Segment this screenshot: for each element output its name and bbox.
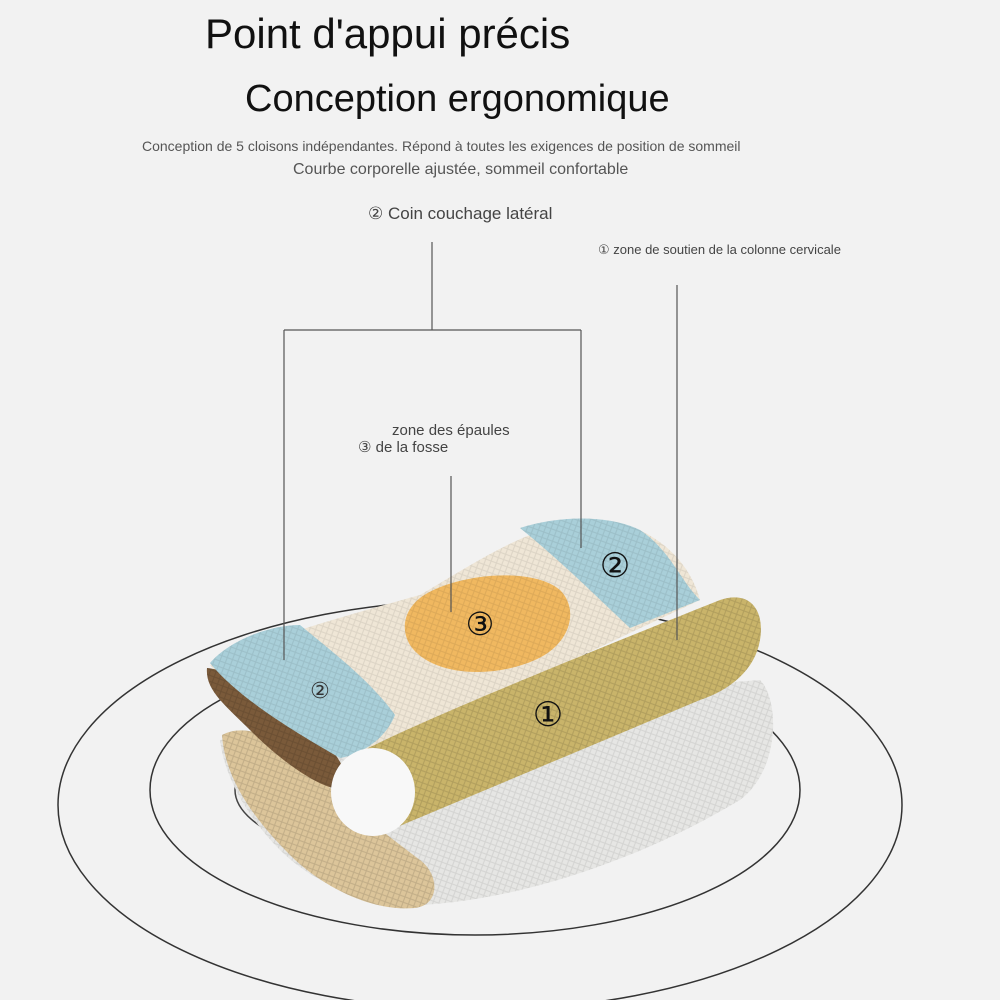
description-line-1: Conception de 5 cloisons indépendantes. … xyxy=(142,138,741,154)
page-subtitle: Conception ergonomique xyxy=(245,78,670,120)
callout-shoulder-zone-line-2: ③ de la fosse xyxy=(358,439,449,456)
page-title: Point d'appui précis xyxy=(205,10,571,57)
description-line-2: Courbe corporelle ajustée, sommeil confo… xyxy=(293,161,629,178)
leader-lines xyxy=(283,242,678,660)
marker-zone-2-right: ② xyxy=(600,546,630,586)
marker-zone-1: ① xyxy=(533,695,563,735)
marker-zone-3: ③ xyxy=(466,605,495,643)
callout-shoulder-zone-line-1: zone des épaules xyxy=(392,422,510,439)
cervical-roll-end xyxy=(331,748,415,836)
callout-cervical-zone: ① zone de soutien de la colonne cervical… xyxy=(598,242,841,257)
callout-side-corner: ② Coin couchage latéral xyxy=(368,204,553,223)
marker-zone-2-left: ② xyxy=(310,679,330,704)
cervical-roll xyxy=(331,597,761,836)
